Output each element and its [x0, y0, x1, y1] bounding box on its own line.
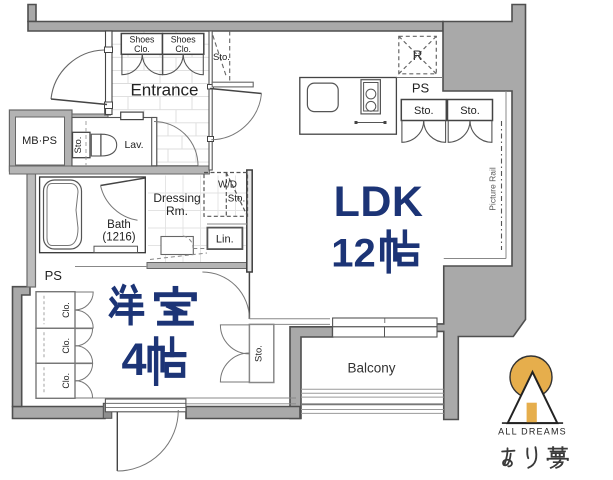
svg-text:PS: PS — [45, 268, 63, 283]
svg-text:Sto.: Sto. — [414, 105, 434, 117]
svg-text:Clo.: Clo. — [134, 44, 150, 54]
svg-text:MB·PS: MB·PS — [22, 135, 57, 147]
svg-text:Lin.: Lin. — [216, 234, 234, 246]
svg-text:Dressing: Dressing — [153, 191, 200, 205]
svg-text:Clo.: Clo. — [61, 338, 71, 354]
svg-text:12: 12 — [331, 232, 376, 276]
svg-text:Clo.: Clo. — [61, 302, 71, 318]
svg-text:Entrance: Entrance — [130, 81, 198, 100]
svg-text:Rm.: Rm. — [166, 204, 188, 218]
svg-text:Picture Rail: Picture Rail — [488, 167, 498, 211]
svg-text:4: 4 — [121, 334, 146, 385]
svg-text:R: R — [413, 48, 423, 63]
svg-text:Sto.: Sto. — [73, 137, 84, 154]
svg-text:LDK: LDK — [334, 178, 424, 226]
svg-text:Clo.: Clo. — [61, 373, 71, 389]
svg-text:Sto.: Sto. — [213, 52, 230, 63]
svg-text:Bath: Bath — [107, 219, 131, 231]
svg-text:Sto.: Sto. — [254, 345, 265, 362]
svg-text:Balcony: Balcony — [347, 361, 395, 376]
svg-text:Sto.: Sto. — [228, 194, 245, 205]
svg-text:Lav.: Lav. — [124, 139, 143, 151]
svg-text:Shoes: Shoes — [130, 35, 156, 45]
svg-text:Clo.: Clo. — [175, 44, 191, 54]
svg-text:Shoes: Shoes — [171, 35, 197, 45]
svg-text:Sto.: Sto. — [460, 105, 480, 117]
svg-text:PS: PS — [412, 81, 430, 96]
svg-text:W/D: W/D — [218, 180, 237, 191]
svg-text:ALL DREAMS: ALL DREAMS — [498, 427, 567, 437]
svg-text:(1216): (1216) — [102, 232, 135, 244]
